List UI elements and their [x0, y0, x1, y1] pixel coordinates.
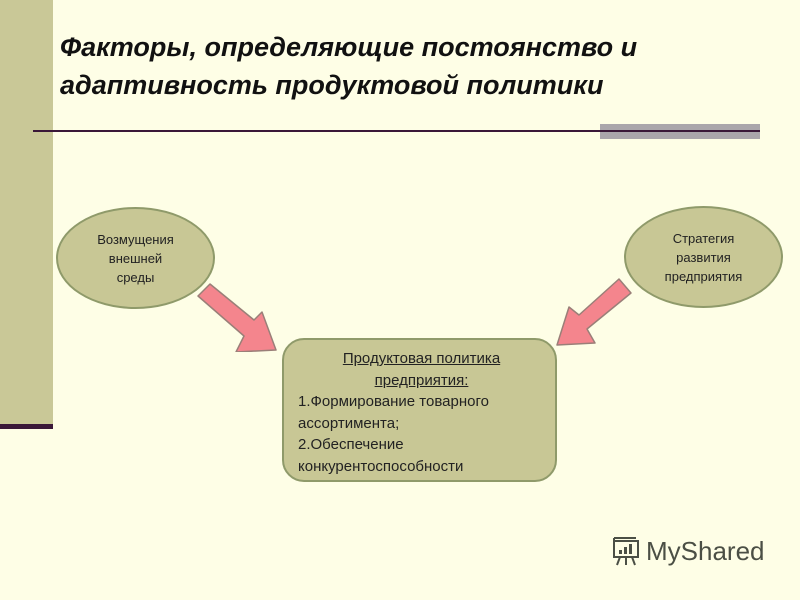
node-text-line: среды	[116, 269, 155, 285]
node-product-policy: Продуктовая политика предприятия: 1.Форм…	[282, 338, 557, 482]
slide-title: Факторы, определяющие постоянство и адап…	[60, 28, 780, 104]
node-development-strategy: Стратегия развития предприятия	[624, 206, 783, 308]
left-decor-bar-foot	[0, 424, 53, 429]
node-text-line: предприятия	[664, 268, 743, 284]
watermark-text: MyShared	[646, 535, 765, 566]
node-text-line: внешней	[108, 250, 163, 266]
node-text-line: развития	[676, 249, 731, 265]
presentation-board-icon	[613, 537, 639, 566]
node-text-line: Возмущения	[97, 231, 174, 247]
arrow-down-right-icon	[197, 283, 277, 352]
node-external-disturbances: Возмущения внешней среды	[56, 207, 215, 309]
policy-item: 1.Формирование товарного	[298, 393, 489, 410]
watermark: MyShared	[608, 534, 765, 568]
node-heading: Продуктовая политика предприятия:	[298, 348, 545, 391]
left-decor-bar	[0, 0, 53, 426]
title-line-1: Факторы, определяющие постоянство и	[60, 32, 638, 62]
title-rule	[33, 130, 760, 132]
policy-item: конкурентоспособности	[298, 457, 464, 475]
arrow-down-left-icon	[556, 278, 632, 346]
policy-item: 2.Обеспечение	[298, 436, 404, 453]
node-text-line: Стратегия	[672, 230, 735, 246]
heading-line-2: предприятия:	[374, 371, 469, 389]
policy-item: ассортимента;	[298, 414, 400, 432]
heading-line-1: Продуктовая политика	[342, 350, 501, 367]
title-line-2: адаптивность продуктовой политики	[60, 70, 604, 100]
